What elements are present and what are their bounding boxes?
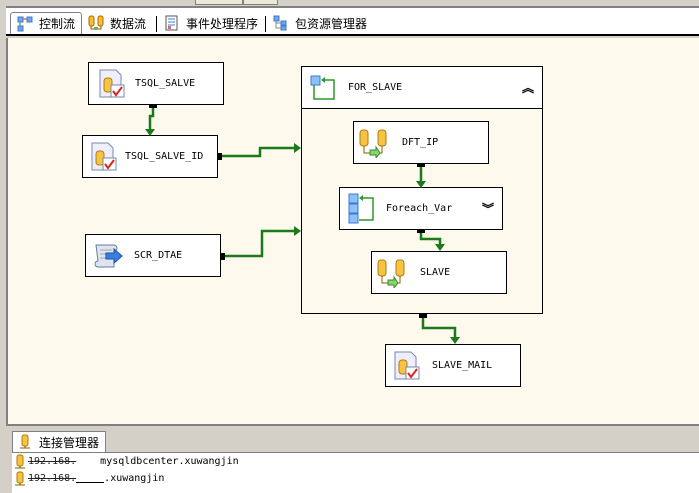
arrow-head <box>294 143 301 153</box>
connector-dot <box>218 153 222 160</box>
tab-label: 数据流 <box>110 16 147 31</box>
execute-sql-task-icon <box>89 141 119 173</box>
tab-control-flow[interactable]: 控制流 <box>10 12 83 34</box>
task-scr-dtae[interactable]: SCR_DTAE <box>85 234 221 277</box>
event-handler-icon <box>164 15 180 31</box>
top-tab-strip <box>0 0 699 6</box>
connection-list: 192.168. mysqldbcenter.xuwangjin 192.168… <box>12 452 699 493</box>
tab-label: 包资源管理器 <box>295 16 368 31</box>
tab-separator <box>156 16 157 32</box>
control-flow-icon <box>17 16 33 32</box>
connector-dot <box>419 314 427 318</box>
task-label: DFT_IP <box>402 137 439 148</box>
tab-data-flow[interactable]: 数据流 <box>82 12 152 34</box>
tab-package-explorer[interactable]: 包资源管理器 <box>267 12 373 34</box>
task-label: TSQL_SALVE_ID <box>125 151 204 162</box>
connection-icon <box>14 471 26 487</box>
task-tsql-salve-id[interactable]: TSQL_SALVE_ID <box>82 135 218 178</box>
tab-label: 事件处理程序 <box>186 16 259 31</box>
tab-label: 连接管理器 <box>39 435 100 450</box>
control-flow-canvas[interactable]: TSQL_SALVE TSQL_SALVE_ID SCR_DTAE FOR_SL… <box>6 38 699 426</box>
task-label: SLAVE_MAIL <box>432 360 493 371</box>
task-label: TSQL_SALVE <box>135 78 196 89</box>
constraint-scr-to-for-slave <box>221 229 298 258</box>
output-tab[interactable] <box>243 0 278 5</box>
connection-icon <box>19 434 31 450</box>
connection-ip: 192.168. <box>28 456 77 467</box>
container-foreach-var[interactable]: Foreach_Var ︾ <box>339 187 503 230</box>
task-tsql-salve[interactable]: TSQL_SALVE <box>88 62 224 105</box>
package-explorer-icon <box>273 15 289 31</box>
container-title: FOR_SLAVE <box>348 82 403 93</box>
task-dft-ip[interactable]: DFT_IP <box>353 121 489 164</box>
connection-ip: 192.168. <box>28 473 77 484</box>
arrow-head <box>294 226 301 236</box>
execute-sql-task-icon <box>97 68 127 100</box>
doc-tab-partial[interactable] <box>140 0 180 5</box>
task-label: SCR_DTAE <box>134 250 183 261</box>
connection-icon <box>14 454 26 470</box>
script-task-icon <box>92 241 124 271</box>
connection-manager-panel: 连接管理器 192.168. mysqldbcenter.xuwangjin 1… <box>6 428 699 493</box>
collapse-icon[interactable]: ︽ <box>521 81 534 95</box>
tab-event-handlers[interactable]: 事件处理程序 <box>158 12 264 34</box>
data-flow-task-icon <box>358 128 390 159</box>
container-for-slave[interactable]: FOR_SLAVE ︽ DFT_IP Foreach_Var ︾ SLAVE <box>301 66 543 314</box>
connection-name: .xuwangjin <box>104 473 165 484</box>
foreach-loop-icon <box>348 193 376 225</box>
data-flow-task-icon <box>376 258 408 289</box>
constraint-tsql-salve-to-id <box>148 105 155 130</box>
connector-dot <box>221 253 225 260</box>
task-label: Foreach_Var <box>386 203 453 214</box>
tab-separator <box>265 16 266 32</box>
connection-item[interactable]: 192.168. mysqldbcenter.xuwangjin <box>12 453 699 470</box>
tab-label: 控制流 <box>39 17 76 31</box>
constraint-id-to-for-slave <box>218 146 298 158</box>
arrow-head <box>450 337 460 344</box>
expand-icon[interactable]: ︾ <box>481 202 494 216</box>
connection-name: mysqldbcenter.xuwangjin <box>100 456 239 467</box>
task-label: SLAVE <box>420 267 451 278</box>
connection-item[interactable]: 192.168. .xuwangjin <box>12 470 699 487</box>
container-header[interactable]: FOR_SLAVE ︽ <box>302 67 542 109</box>
task-slave-mail[interactable]: SLAVE_MAIL <box>385 344 521 387</box>
error-list-tab[interactable] <box>195 0 243 5</box>
redacted-region <box>76 475 105 483</box>
data-flow-icon <box>88 15 104 31</box>
designer-tab-bar: 控制流 数据流 事件处理程序 包资源管理器 <box>6 6 699 36</box>
task-slave[interactable]: SLAVE <box>371 251 507 294</box>
for-loop-icon <box>310 75 336 101</box>
constraint-for-slave-to-mail <box>421 314 457 339</box>
tab-connection-managers[interactable]: 连接管理器 <box>12 431 107 452</box>
execute-sql-task-icon <box>392 350 422 382</box>
